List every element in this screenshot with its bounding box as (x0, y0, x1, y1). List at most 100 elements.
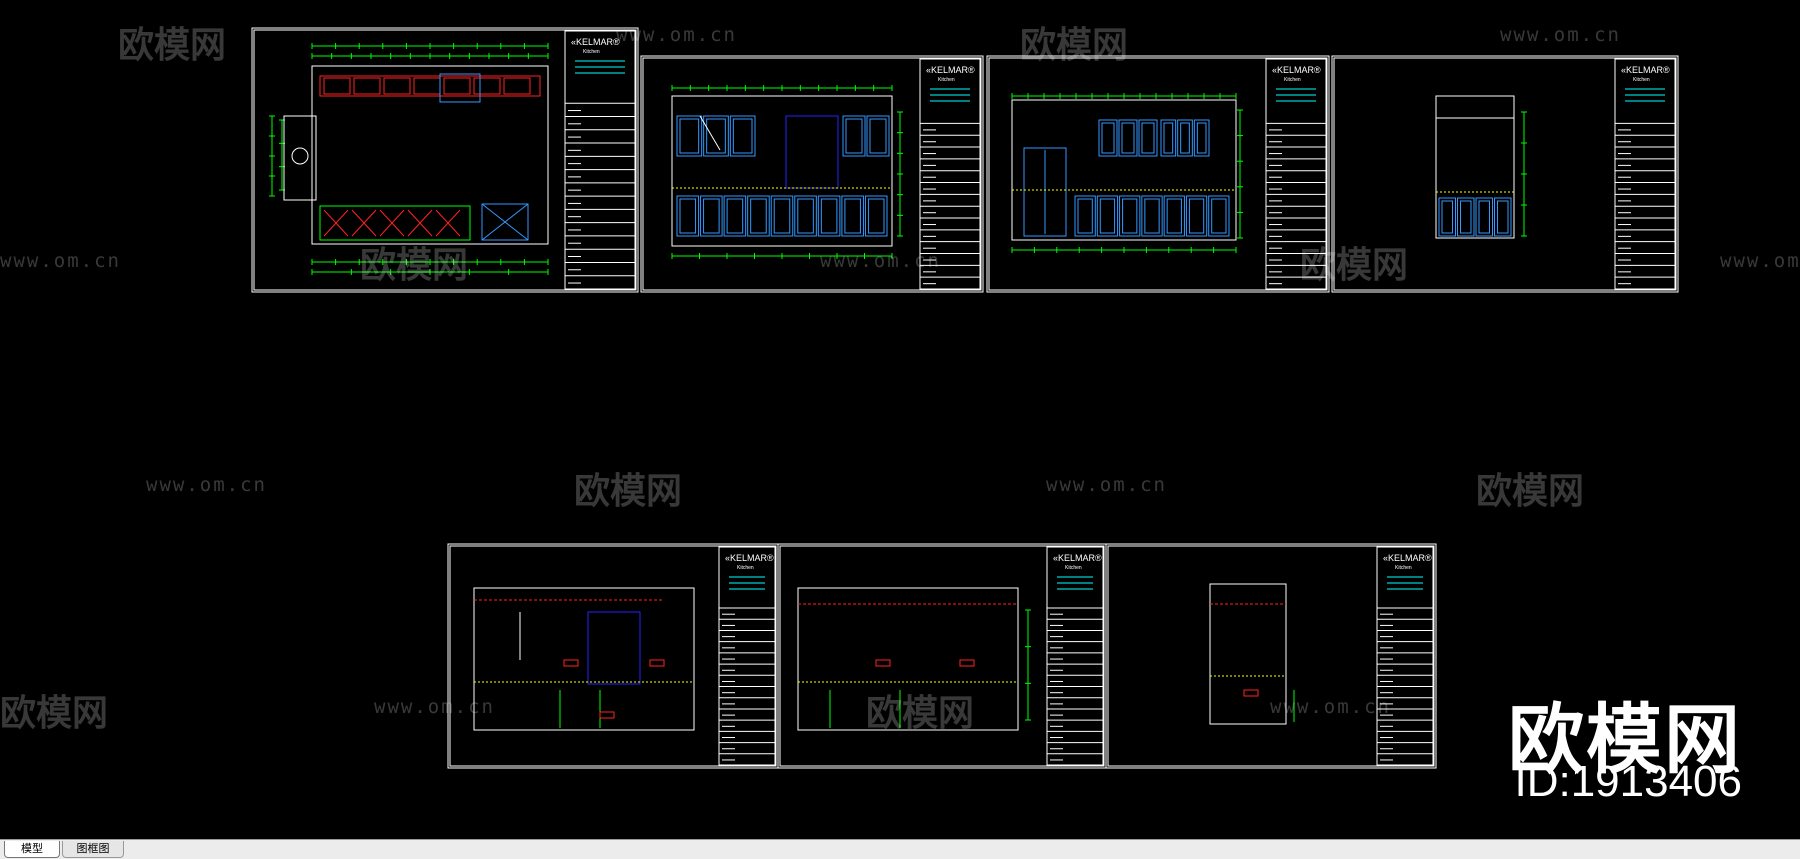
cabinet-door-panel (1166, 198, 1182, 234)
cabinet-cell (443, 77, 471, 95)
refrigerator (1023, 147, 1067, 237)
cabinet-door-panel (1460, 200, 1472, 234)
wall-elevation (1011, 99, 1237, 241)
title-block-brand: «KELMAR® (725, 553, 774, 563)
title-block-brand: «KELMAR® (1053, 553, 1102, 563)
cabinet-door-panel (1144, 198, 1160, 234)
cad-model-space[interactable]: «KELMAR® Kitchen «KELMAR® Kitchen «KELMAR® Ki… (0, 0, 1800, 839)
cabinet-door-panel (1141, 122, 1155, 154)
cabinet-door-panel (732, 118, 753, 154)
sheet-inner-frame (1107, 545, 1435, 767)
cabinet-door (1185, 195, 1208, 237)
cabinet-door-panel (1188, 198, 1205, 234)
cabinet-cell (353, 77, 381, 95)
tall-appliance (587, 611, 641, 685)
room-outline (311, 65, 549, 245)
cabinet-door (1457, 197, 1475, 237)
title-block-sub: Kitchen (1633, 77, 1650, 83)
cabinet-door (842, 115, 866, 157)
cabinet-door-panel (867, 198, 885, 234)
tab-model[interactable]: 模型 (4, 841, 60, 858)
cabinet-door (770, 195, 794, 237)
cabinet-cell (473, 77, 501, 95)
sheet-inner-frame (1333, 57, 1677, 291)
room-niche (283, 115, 317, 201)
cabinet-door (1098, 119, 1118, 157)
cabinet-door (1494, 197, 1512, 237)
cabinet-door (676, 195, 700, 237)
sheet-elevation-a: «KELMAR® Kitchen (640, 55, 984, 293)
wall-elevation (1435, 95, 1515, 239)
watermark-url: www.om.cn (0, 250, 121, 272)
watermark-url: www.om.cn (146, 474, 267, 496)
brand-logo-text: 欧模网 (1508, 695, 1742, 784)
title-block (564, 30, 636, 290)
cabinet-cross (351, 209, 377, 237)
wall-appliance (439, 73, 481, 103)
watermark-logo: 欧模网 (1300, 245, 1409, 286)
cabinet-door-panel (1077, 198, 1093, 234)
cabinet-cross (323, 209, 349, 237)
wall-elevation (1209, 583, 1287, 725)
cabinet-door (1138, 119, 1158, 157)
title-block-sub: Kitchen (938, 77, 955, 83)
cabinet-door (1193, 119, 1210, 157)
fridge-plan (481, 203, 529, 241)
cabinet-door-panel (750, 198, 767, 234)
wall-elevation (797, 587, 1019, 731)
cabinet-cross (435, 209, 461, 237)
tab-frame-drawing[interactable]: 图框图 (62, 841, 124, 858)
title-block-sub: Kitchen (583, 49, 600, 55)
cabinet-cell (503, 77, 531, 95)
sheet-outer-frame (1105, 543, 1437, 769)
watermark-logo: 欧模网 (574, 471, 683, 512)
cabinet-door (1438, 197, 1456, 237)
cabinet-door-panel (679, 198, 697, 234)
upper-cabinet-row (319, 75, 541, 97)
title-block (1376, 546, 1434, 766)
cabinet-door-panel (703, 198, 720, 234)
cabinet-door (703, 115, 729, 157)
sheet-inner-frame (988, 57, 1328, 291)
range-hood (699, 115, 721, 151)
cabinet-door (1177, 119, 1193, 157)
cabinet-door (1118, 119, 1138, 157)
title-block (919, 58, 981, 290)
socket-marker (1243, 689, 1259, 697)
cabinet-door (1163, 195, 1185, 237)
socket-marker (649, 659, 665, 667)
title-block-sub: Kitchen (1395, 565, 1412, 571)
cabinet-door-panel (1121, 122, 1135, 154)
title-block-brand: «KELMAR® (926, 65, 975, 75)
watermark-logo: 欧模网 (360, 245, 469, 286)
cabinet-door-panel (797, 198, 814, 234)
cabinet-door-panel (1099, 198, 1116, 234)
watermark-url: www.om.cn (374, 696, 495, 718)
cabinet-door-panel (706, 118, 726, 154)
cabinet-cross (379, 209, 405, 237)
cabinet-door-panel (726, 198, 744, 234)
cabinet-door (1096, 195, 1119, 237)
title-block-brand: «KELMAR® (1383, 553, 1432, 563)
cabinet-door (1208, 195, 1230, 237)
sheet-plumbing-a: «KELMAR®Kitchen (447, 543, 779, 769)
watermark-url: www.om.cn (616, 24, 737, 46)
socket-marker (959, 659, 975, 667)
cabinet-cross (407, 209, 433, 237)
watermark-logo: 欧模网 (0, 693, 109, 734)
cabinet-door (1119, 195, 1141, 237)
cabinet-cell (413, 77, 441, 95)
sheet-inner-frame (779, 545, 1105, 767)
cabinet-door-panel (1101, 122, 1115, 154)
watermark-logo: 欧模网 (1020, 25, 1129, 66)
cabinet-door-panel (679, 118, 700, 154)
sheet-inner-frame (253, 29, 637, 291)
cabinet-door-panel (1441, 200, 1453, 234)
cabinet-door-panel (869, 118, 887, 154)
watermark-url: www.om.cn (1500, 24, 1621, 46)
socket-marker (599, 711, 615, 719)
socket-marker (563, 659, 579, 667)
cabinet-door-panel (1196, 122, 1207, 154)
cabinet-door (729, 115, 756, 157)
cabinet-door (841, 195, 864, 237)
